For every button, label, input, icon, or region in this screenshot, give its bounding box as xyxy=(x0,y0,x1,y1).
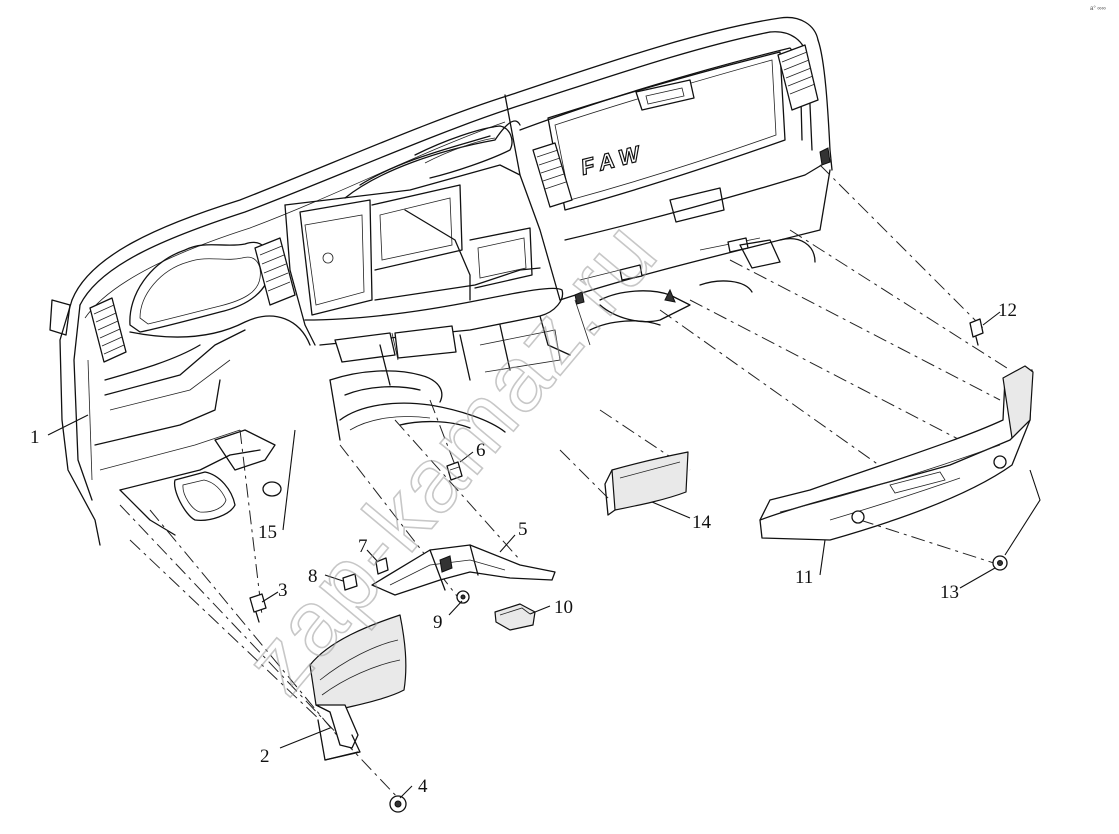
part-14-cover xyxy=(604,451,689,516)
callout-4: 4 xyxy=(418,776,428,797)
callout-13: 13 xyxy=(940,582,959,603)
part-7-screw xyxy=(375,557,389,575)
callout-8: 8 xyxy=(308,566,318,587)
part-9-clip xyxy=(456,590,470,604)
leader-lines xyxy=(47,311,1041,799)
corner-mark: a° ∞∞ xyxy=(1090,6,1106,12)
callout-9: 9 xyxy=(433,612,443,633)
part-6-nut xyxy=(446,461,463,481)
callout-15: 15 xyxy=(258,522,277,543)
part-2-lower-trim xyxy=(309,614,407,761)
callout-11: 11 xyxy=(795,567,813,588)
part-5-bracket xyxy=(371,544,556,596)
part-13-clip xyxy=(992,555,1008,571)
part-3-screw xyxy=(249,593,267,623)
part-12-screw xyxy=(969,318,984,346)
callout-10: 10 xyxy=(554,597,573,618)
part-4-clip xyxy=(389,795,407,813)
callout-3: 3 xyxy=(278,580,288,601)
part-8-pin xyxy=(342,573,358,591)
part-11-right-trim xyxy=(759,365,1034,541)
brand-badge: FAW xyxy=(578,140,648,180)
callout-labels: 1 2 3 4 5 6 7 8 9 10 11 12 13 14 15 xyxy=(30,300,1017,797)
callout-12: 12 xyxy=(998,300,1017,321)
assembly-lines xyxy=(119,164,1011,801)
callout-2: 2 xyxy=(260,746,270,767)
callout-1: 1 xyxy=(30,427,40,448)
callout-7: 7 xyxy=(358,536,368,557)
callout-6: 6 xyxy=(476,440,486,461)
callout-5: 5 xyxy=(518,519,528,540)
part-10-pad xyxy=(494,603,536,631)
callout-14: 14 xyxy=(692,512,712,533)
